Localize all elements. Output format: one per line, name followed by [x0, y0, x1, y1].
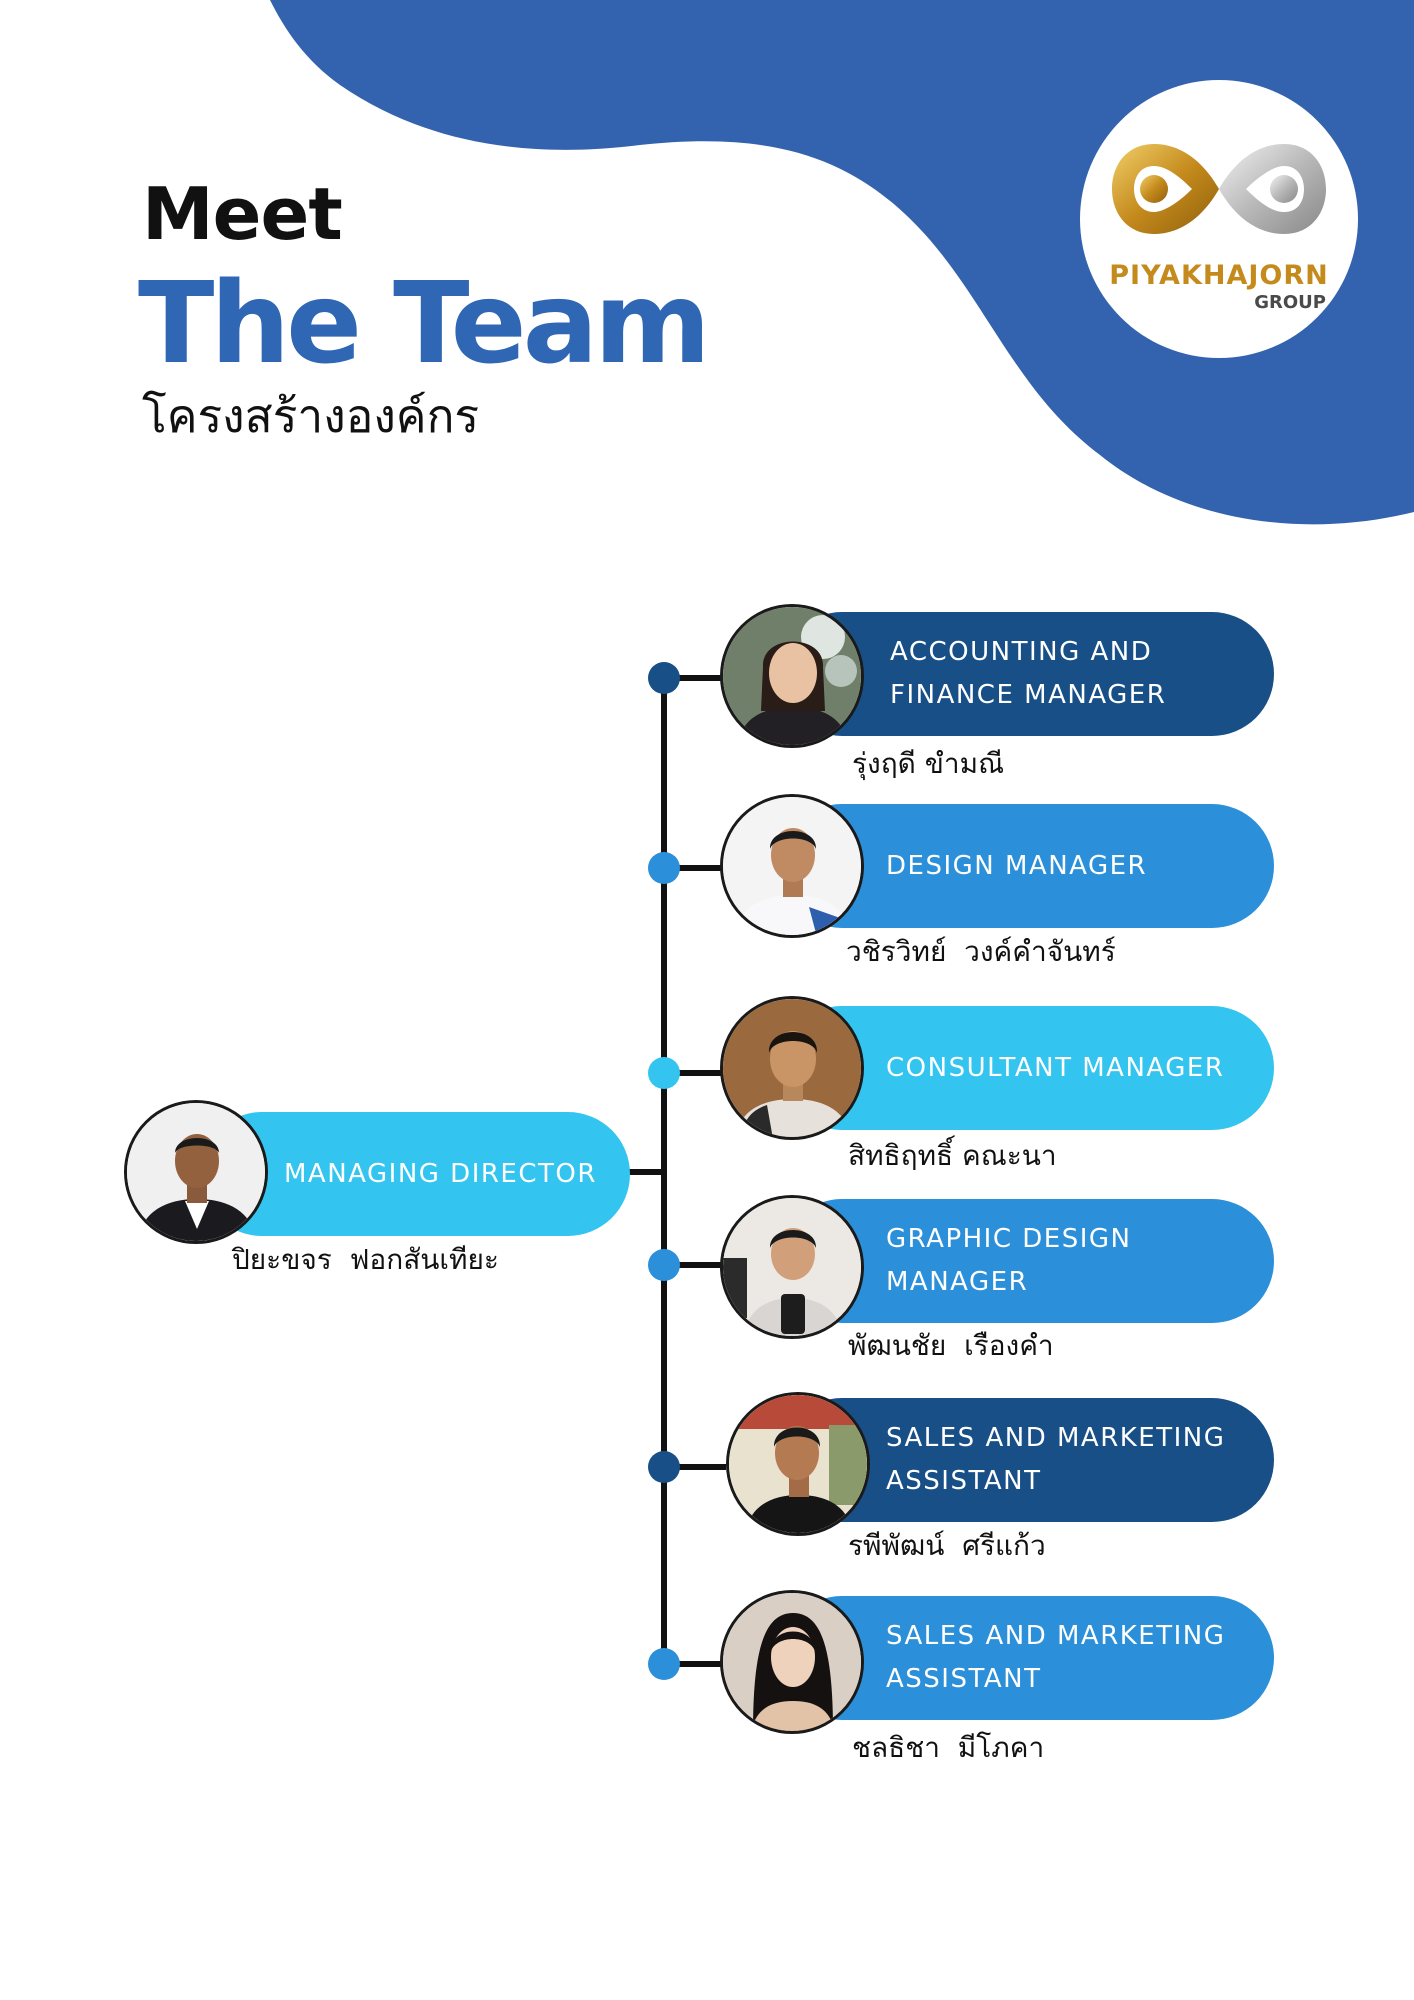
role-title-line1: GRAPHIC DESIGN: [886, 1224, 1132, 1254]
role-title-line1: ACCOUNTING AND: [890, 637, 1153, 667]
person-photo-icon: [723, 1593, 861, 1731]
avatar-accounting-finance-manager: [720, 604, 864, 748]
logo-wordmark: PIYAKHAJORN: [1109, 260, 1329, 291]
person-photo-icon: [723, 607, 861, 745]
avatar-sales-marketing-assistant-1: [726, 1392, 870, 1536]
role-pill-managing-director: MANAGING DIRECTOR: [200, 1112, 630, 1236]
role-title-line2: FINANCE MANAGER: [890, 680, 1167, 710]
avatar-sales-marketing-assistant-2: [720, 1590, 864, 1734]
infinity-logo-icon: [1112, 144, 1326, 234]
heading-meet: Meet: [142, 172, 343, 256]
role-title-line2: ASSISTANT: [886, 1664, 1042, 1694]
role-pill-consultant-manager: CONSULTANT MANAGER: [780, 1006, 1274, 1130]
avatar-design-manager: [720, 794, 864, 938]
person-photo-icon: [127, 1103, 265, 1241]
role-title: DESIGN MANAGER: [886, 850, 1148, 881]
person-name-sales-marketing-assistant-2: ชลธิชา มีโภคา: [852, 1731, 1045, 1764]
connector-dot: [648, 1249, 680, 1281]
connector-dot: [648, 852, 680, 884]
heading-subtitle-thai: โครงสร้างองค์กร: [142, 389, 480, 443]
person-name-sales-marketing-assistant-1: รพีพัฒน์ ศรีแก้ว: [848, 1529, 1046, 1562]
person-photo-icon: [729, 1395, 867, 1533]
role-title-line1: SALES AND MARKETING: [886, 1621, 1226, 1651]
person-photo-icon: [723, 1198, 861, 1336]
avatar-graphic-design-manager: [720, 1195, 864, 1339]
logo-group-text: GROUP: [1254, 292, 1326, 313]
connector-dot: [648, 1648, 680, 1680]
avatar-managing-director: [124, 1100, 268, 1244]
role-pill-sales-marketing-assistant-1: SALES AND MARKETING ASSISTANT: [780, 1398, 1274, 1522]
connector-dot: [648, 1451, 680, 1483]
role-title-line1: SALES AND MARKETING: [886, 1423, 1226, 1453]
avatar-consultant-manager: [720, 996, 864, 1140]
person-photo-icon: [723, 797, 861, 935]
connector-dot: [648, 1057, 680, 1089]
person-name-consultant-manager: สิทธิฤทธิ์ คณะนา: [848, 1139, 1057, 1172]
person-name-graphic-design-manager: พัฒนชัย เรืองคำ: [848, 1329, 1054, 1362]
connector-dot: [648, 662, 680, 694]
role-title-line2: ASSISTANT: [886, 1466, 1042, 1496]
person-photo-icon: [723, 999, 861, 1137]
role-pill-sales-marketing-assistant-2: SALES AND MARKETING ASSISTANT: [780, 1596, 1274, 1720]
role-title: MANAGING DIRECTOR: [284, 1158, 597, 1189]
role-title: CONSULTANT MANAGER: [886, 1052, 1225, 1083]
person-name-design-manager: วชิรวิทย์ วงค์คำจันทร์: [846, 935, 1116, 968]
heading-the-team: The Team: [138, 259, 711, 389]
role-title-line2: MANAGER: [886, 1267, 1029, 1297]
person-name-managing-director: ปิยะขจร ฟอกสันเทียะ: [232, 1243, 499, 1276]
person-name-accounting-finance-manager: รุ่งฤดี ขำมณี: [852, 747, 1005, 780]
company-logo: PIYAKHAJORN GROUP: [1080, 80, 1358, 358]
